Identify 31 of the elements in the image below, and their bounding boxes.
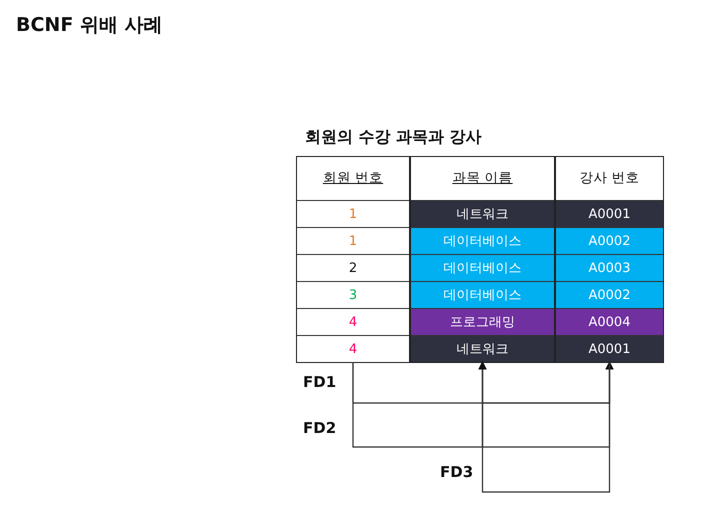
table-cell-text: 프로그래밍 bbox=[450, 314, 515, 332]
table-cell-text: 데이터베이스 bbox=[444, 287, 522, 305]
table-cell-text: 데이터베이스 bbox=[444, 260, 522, 278]
table-cell-text: 1 bbox=[348, 233, 358, 251]
column-header: 회원 번호 bbox=[322, 169, 384, 188]
dependency-arrow bbox=[478, 361, 610, 493]
table-column bbox=[410, 156, 555, 363]
page-title: BCNF 위배 사례 bbox=[16, 13, 163, 38]
table-cell-text: 네트워크 bbox=[456, 206, 508, 224]
dependency-arrow bbox=[482, 361, 614, 404]
table-cell-text: 네트워크 bbox=[456, 341, 508, 359]
table-caption: 회원의 수강 과목과 강사 bbox=[305, 127, 482, 148]
table-cell-text: A0002 bbox=[588, 233, 630, 251]
dependency-label: FD1 bbox=[303, 373, 336, 391]
table-cell-text: 4 bbox=[348, 341, 358, 359]
table-cell-text: 데이터베이스 bbox=[444, 233, 522, 251]
table-cell-text: 1 bbox=[348, 206, 358, 224]
table-column bbox=[296, 156, 410, 363]
table-cell-text: A0001 bbox=[588, 341, 630, 359]
dependency-label: FD2 bbox=[303, 419, 336, 437]
table-cell-text: A0001 bbox=[588, 206, 630, 224]
table-cell-text: A0003 bbox=[588, 260, 630, 278]
column-header: 과목 이름 bbox=[452, 169, 513, 188]
table-cell-text: A0004 bbox=[588, 314, 630, 332]
table-cell-text: A0002 bbox=[588, 287, 630, 305]
column-header: 강사 번호 bbox=[579, 169, 640, 188]
table-cell-text: 3 bbox=[348, 287, 358, 305]
table-cell-text: 4 bbox=[348, 314, 358, 332]
table-column bbox=[555, 156, 664, 363]
table-cell-text: 2 bbox=[348, 260, 358, 278]
dependency-label: FD3 bbox=[440, 463, 474, 481]
